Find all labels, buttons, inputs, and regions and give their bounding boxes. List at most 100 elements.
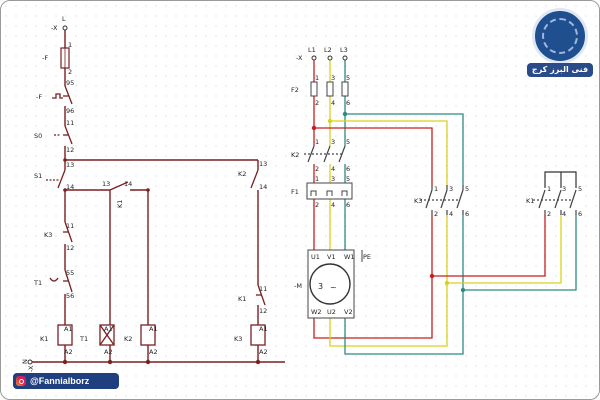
label-k3-a1: A1 <box>259 325 268 333</box>
label-k1-power: K1 <box>526 197 534 205</box>
junction-dots <box>62 158 261 365</box>
label-f1-t5: 5 <box>346 175 350 183</box>
power-junctions <box>311 111 466 293</box>
label-t1-nc: T1 <box>33 279 42 287</box>
label-t1-nc-t1: 55 <box>66 269 74 277</box>
label-k1-t5: 5 <box>578 185 582 193</box>
label-s1-t2: 14 <box>66 183 74 191</box>
f2-fuses <box>310 81 349 97</box>
label-k1-no: K1 <box>116 200 124 208</box>
label-k3-nc: K3 <box>44 231 52 239</box>
label-t1-a1: A1 <box>104 325 113 333</box>
control-fuse <box>60 47 70 69</box>
label-motor-ac: ~ <box>330 283 337 292</box>
label-s0-t1: 11 <box>66 119 74 127</box>
label-k1-a1: A1 <box>64 325 73 333</box>
label-k2-a1: A1 <box>149 325 158 333</box>
k3-main-contacts <box>420 185 468 215</box>
label-f1-t6: 6 <box>346 201 350 209</box>
label-k1-t1: 1 <box>547 185 551 193</box>
label-supply-l-prefix: -X <box>51 24 58 32</box>
supply-terminal-l <box>62 25 68 31</box>
label-f2-t2: 2 <box>315 99 319 107</box>
label-f1: F1 <box>291 188 299 196</box>
coils <box>57 324 266 346</box>
label-s0-t2: 12 <box>66 146 74 154</box>
label-k1-no-t1: 13 <box>102 180 110 188</box>
label-f-fuse: -F <box>42 54 48 62</box>
label-s0: S0 <box>34 132 42 140</box>
label-k2-t2: 2 <box>315 165 319 173</box>
s1-start-button <box>46 169 66 189</box>
label-t1-nc-t2: 56 <box>66 292 74 300</box>
label-coil-k3: K3 <box>234 335 242 343</box>
label-f-fuse-t2: 2 <box>68 68 72 76</box>
label-motor-pe: PE <box>363 253 371 261</box>
label-k2-power: K2 <box>291 151 299 159</box>
logo-ring <box>542 18 578 54</box>
label-motor-u2: U2 <box>327 308 336 316</box>
label-k1-no-t2: 14 <box>124 180 132 188</box>
label-x-prefix: -X <box>296 54 303 62</box>
label-f1-t1: 1 <box>315 175 319 183</box>
label-k1-t6: 6 <box>578 210 582 218</box>
overload-contact-95-96 <box>52 85 73 105</box>
institute-emblem-icon <box>532 8 588 64</box>
label-supply-n-prefix: -X <box>27 365 35 372</box>
label-l3: L3 <box>340 46 348 54</box>
label-f1-t3: 3 <box>331 175 335 183</box>
coil-k3 <box>250 324 266 346</box>
k1-nc-contact <box>256 284 266 306</box>
label-k2-t5: 5 <box>346 138 350 146</box>
label-f2: F2 <box>291 86 299 94</box>
label-k3-t6: 6 <box>465 210 469 218</box>
label-f-fuse-t1: 1 <box>68 41 72 49</box>
label-k2-t3: 3 <box>331 138 335 146</box>
instagram-handle-badge[interactable]: @Fannialborz <box>13 373 119 389</box>
label-f-ol-t2: 96 <box>66 107 74 115</box>
label-coil-t1: T1 <box>79 335 88 343</box>
label-f1-t2: 2 <box>315 201 319 209</box>
label-k1-t2: 2 <box>547 210 551 218</box>
supply-terminal-n <box>27 359 33 365</box>
label-l1: L1 <box>308 46 316 54</box>
label-motor-w2: W2 <box>311 308 322 316</box>
f1-overload <box>306 182 353 200</box>
label-f2-t5: 5 <box>346 74 350 82</box>
k3-nc-contact <box>63 221 73 243</box>
label-l2: L2 <box>324 46 332 54</box>
label-k3-t4: 4 <box>449 210 453 218</box>
label-k1-t4: 4 <box>562 210 566 218</box>
label-k2-no: K2 <box>238 170 246 178</box>
coil-k1 <box>57 324 73 346</box>
label-supply-n: N <box>21 359 29 364</box>
label-k3-nc-t1: 11 <box>66 222 74 230</box>
motor-m <box>307 249 363 319</box>
k1-no-contact <box>109 181 129 191</box>
label-f2-t4: 4 <box>331 99 335 107</box>
k1-main-contacts <box>533 171 581 215</box>
label-k3-nc-t2: 12 <box>66 244 74 252</box>
label-k2-no-t2: 14 <box>259 183 267 191</box>
label-motor: -M <box>294 282 302 290</box>
label-k2-a2: A2 <box>149 348 158 356</box>
label-f1-t4: 4 <box>331 201 335 209</box>
institute-logo: فنی البرز کرج <box>527 8 593 77</box>
label-supply-l: L <box>62 15 66 23</box>
label-k2-no-t1: 13 <box>259 160 267 168</box>
instagram-icon <box>16 376 26 386</box>
logo-caption: فنی البرز کرج <box>527 63 593 77</box>
label-coil-k2: K2 <box>124 335 132 343</box>
label-k1-a2: A2 <box>64 348 73 356</box>
label-k1-nc-t1: 11 <box>259 285 267 293</box>
label-f-ol: -F <box>36 93 42 101</box>
k2-main-contacts <box>304 145 349 164</box>
label-k1-t3: 3 <box>562 185 566 193</box>
label-motor-v1: V1 <box>327 253 336 261</box>
label-k1-nc: K1 <box>238 295 246 303</box>
label-k3-t5: 5 <box>465 185 469 193</box>
k2-no-contact <box>250 169 259 189</box>
label-k3-a2: A2 <box>259 348 268 356</box>
label-k3-t2: 2 <box>434 210 438 218</box>
label-motor-v2: V2 <box>344 308 353 316</box>
